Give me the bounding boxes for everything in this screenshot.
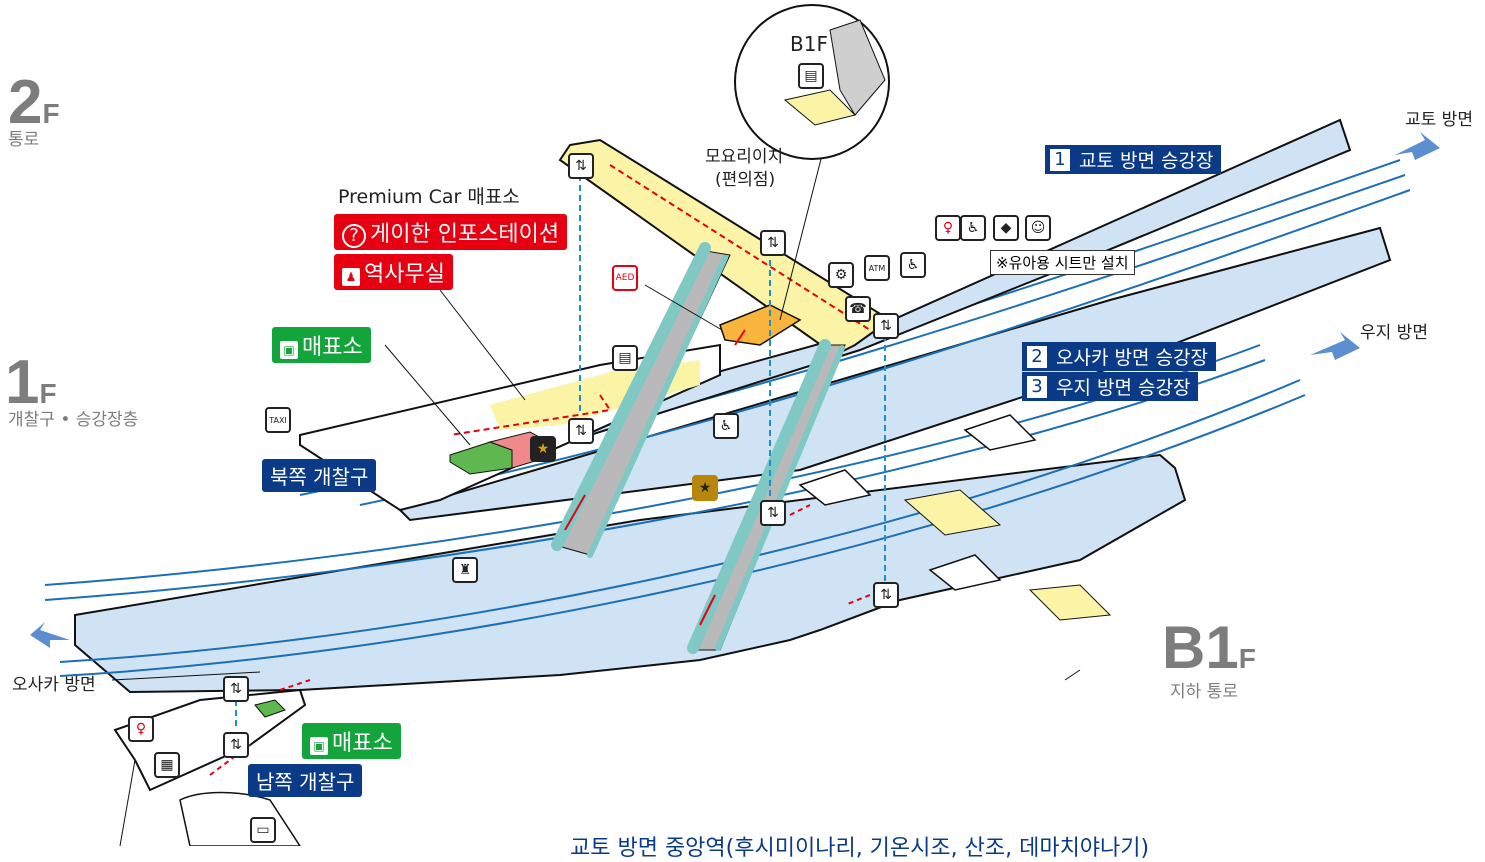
info-icon: ?: [342, 223, 366, 248]
floor-b1f-number: B1F: [1162, 614, 1256, 681]
elevator-icon: ⇅: [223, 676, 249, 702]
route-dash: [609, 164, 871, 331]
direction-osaka: 오사카 방면: [12, 675, 96, 695]
restroom-icon: ♀: [935, 215, 961, 241]
premium-car-label: Premium Car 매표소: [338, 186, 520, 208]
taxi-icon: TAXI: [265, 407, 291, 433]
elevator-icon: ⇅: [568, 153, 594, 179]
ticket-icon: ▣: [310, 737, 328, 755]
inset-stairs: [829, 19, 886, 116]
floor-2f-number: 2F: [8, 68, 60, 137]
baby-room-icon: ☺: [1025, 215, 1051, 241]
multipurpose-room-icon: ◆: [993, 215, 1019, 241]
track-line: [44, 359, 1266, 601]
floor-b1f-label: 지하 통로: [1170, 682, 1238, 702]
elevator-icon: ⇅: [760, 230, 786, 256]
wheelchair-icon: ♿: [713, 413, 739, 439]
stairs-b1-1: [903, 489, 1002, 536]
route-dash: [789, 504, 811, 516]
info-station-tag: ?게이한 인포스테이션: [334, 214, 568, 250]
south-gate-green: [254, 699, 286, 718]
stair-opening: [963, 414, 1037, 451]
atm-icon: ATM: [864, 255, 890, 281]
floor-1f-number: 1F: [5, 348, 57, 417]
arrow-kyoto: [1395, 132, 1440, 160]
direction-kyoto: 교토 방면: [1405, 110, 1473, 130]
coin-locker-icon: ▤: [612, 345, 638, 371]
bottom-route-text: 교토 방면 중앙역(후시미이나리, 기온시조, 산조, 데마치야나기): [570, 836, 1150, 861]
elevator-icon: ⇅: [223, 732, 249, 758]
store-box: [719, 304, 802, 346]
elevator-icon: ⇅: [568, 418, 594, 444]
telephone-icon: ☎: [845, 296, 871, 322]
route-dash: [449, 394, 612, 436]
arrow-osaka: [30, 622, 70, 648]
direction-uji: 우지 방면: [1360, 323, 1428, 343]
inset-title: B1F: [790, 32, 828, 56]
ticket-icon: ▣: [280, 341, 298, 359]
accessible-icon: ♿: [960, 215, 986, 241]
track-line: [59, 394, 1306, 677]
elevator-icon: ⇅: [760, 500, 786, 526]
route-dash: [844, 594, 871, 606]
elevator-icon: ⇅: [873, 313, 899, 339]
stair-opening: [798, 469, 872, 506]
north-gate-label: 북쪽 개찰구: [262, 459, 377, 492]
floor-2f-label: 통로: [8, 130, 40, 150]
floor-1f-label: 개찰구 • 승강장층: [8, 410, 139, 430]
police-icon: ★: [530, 436, 556, 462]
police-icon: ★: [692, 475, 718, 501]
bus-area: [179, 791, 301, 846]
2f-passage: [558, 138, 892, 357]
station-office-tag: ♟역사무실: [334, 254, 453, 290]
track-line: [44, 344, 1261, 586]
coin-locker-icon: ▤: [798, 63, 824, 89]
waiting-seat-icon: ♜: [452, 557, 478, 583]
ticket-office-south: ▣매표소: [302, 723, 401, 759]
waiting-seat-icon: ♿: [900, 252, 926, 278]
locker-icon: ▦: [154, 752, 180, 778]
restroom-icon: ♀: [128, 716, 154, 742]
south-gate-label: 남쪽 개찰구: [248, 764, 363, 797]
track-line: [359, 189, 1411, 506]
ticket-office-north: ▣매표소: [272, 327, 371, 363]
track-line: [59, 379, 1301, 663]
elevator-icon: ⇅: [873, 582, 899, 608]
bus-icon: ▭: [250, 817, 276, 843]
platform-2-3: [398, 226, 1392, 522]
ticket-machine-icon: ⚙: [828, 262, 854, 288]
store-name: 모요리이치: [705, 147, 784, 167]
arrow-uji: [1310, 332, 1360, 360]
stairs-b1-2: [1028, 584, 1112, 621]
stair-opening: [928, 554, 1002, 591]
staff-icon: ♟: [342, 268, 360, 286]
aed-icon: AED: [612, 265, 638, 291]
baby-seat-note: ※유아용 시트만 설치: [990, 250, 1135, 275]
store-type: (편의점): [715, 170, 776, 190]
